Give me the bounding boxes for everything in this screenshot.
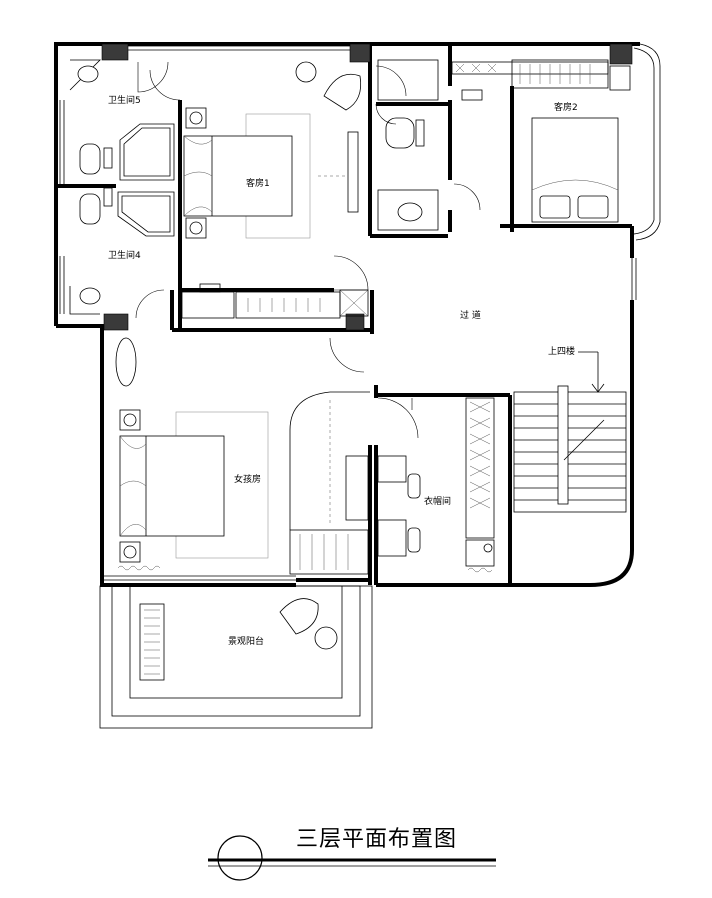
- room-label-girls-room: 女孩房: [234, 473, 261, 485]
- room-label-guest-room1: 客房1: [246, 177, 270, 189]
- cloakroom-furniture: [377, 397, 495, 573]
- guest-room2-furniture: [451, 59, 631, 223]
- title-block: 三层平面布置图: [208, 827, 496, 881]
- balcony-outline: [99, 585, 373, 729]
- girls-room-furniture: [115, 337, 370, 575]
- room-label-guest-room2: 客房2: [554, 101, 578, 113]
- walls: [54, 42, 640, 587]
- room-label-corridor: 过 道: [460, 309, 481, 321]
- room-label-bathroom5: 卫生间5: [108, 94, 141, 106]
- structural-columns: [101, 43, 633, 331]
- staircase: [513, 351, 627, 513]
- doors: [135, 61, 481, 439]
- stairs-label: 上四楼: [548, 345, 575, 357]
- drawing-title: 三层平面布置图: [296, 827, 457, 852]
- room-label-cloakroom: 衣帽间: [424, 495, 451, 507]
- title-circle: [217, 835, 263, 881]
- room-label-balcony: 景观阳台: [228, 635, 264, 647]
- guest-room1-furniture: [181, 61, 369, 319]
- center-bathroom-fixtures: [377, 59, 439, 231]
- bathroom4-fixtures: [69, 187, 175, 315]
- windows: [59, 43, 661, 581]
- room-label-bathroom4: 卫生间4: [108, 249, 141, 261]
- bathroom5-fixtures: [69, 59, 175, 181]
- stair-treads: [514, 403, 626, 501]
